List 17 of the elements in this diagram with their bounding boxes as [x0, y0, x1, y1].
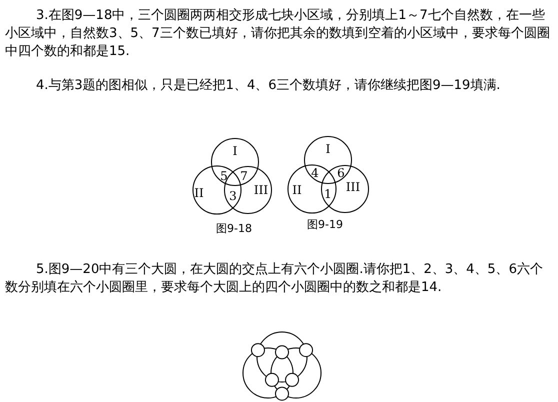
region-label: III — [346, 181, 360, 193]
region-label: I — [326, 143, 330, 155]
region-label: II — [292, 184, 302, 196]
region-number: 7 — [240, 170, 248, 182]
region-number: 5 — [220, 170, 228, 182]
figure-caption: 图9-19 — [307, 219, 343, 231]
figure-caption: 图9-18 — [216, 223, 252, 235]
region-number: 3 — [229, 190, 237, 202]
region-number: 6 — [337, 167, 345, 179]
region-number: 1 — [324, 188, 332, 200]
region-label: I — [232, 145, 238, 157]
problem-text: 4.与第3题的图相似，只是已经把1、4、6三个数填好，请你继续把图9—19填满. — [35, 77, 502, 95]
problem-text: 5.图9—20中有三个大圆，在大圆的交点上有六个小圆圈.请你把1、2、3、4、5、6六个数分别填在六个小圆圈里，要求每个大圆上的四个小圆圈中的数之和都是14. — [5, 261, 544, 297]
problem-text: 3.在图9—18中，三个圆圈两两相交形成七块小区域，分别填上1～7七个自然数，在一些小区域中，自然数3、5、7三个数已填好，请你把其余的数填到空着的小区域中，要求每个圆圈中四个数的和都是15. — [5, 7, 551, 61]
region-number: 4 — [311, 167, 319, 179]
region-label: II — [194, 187, 204, 199]
region-label: III — [254, 184, 268, 196]
